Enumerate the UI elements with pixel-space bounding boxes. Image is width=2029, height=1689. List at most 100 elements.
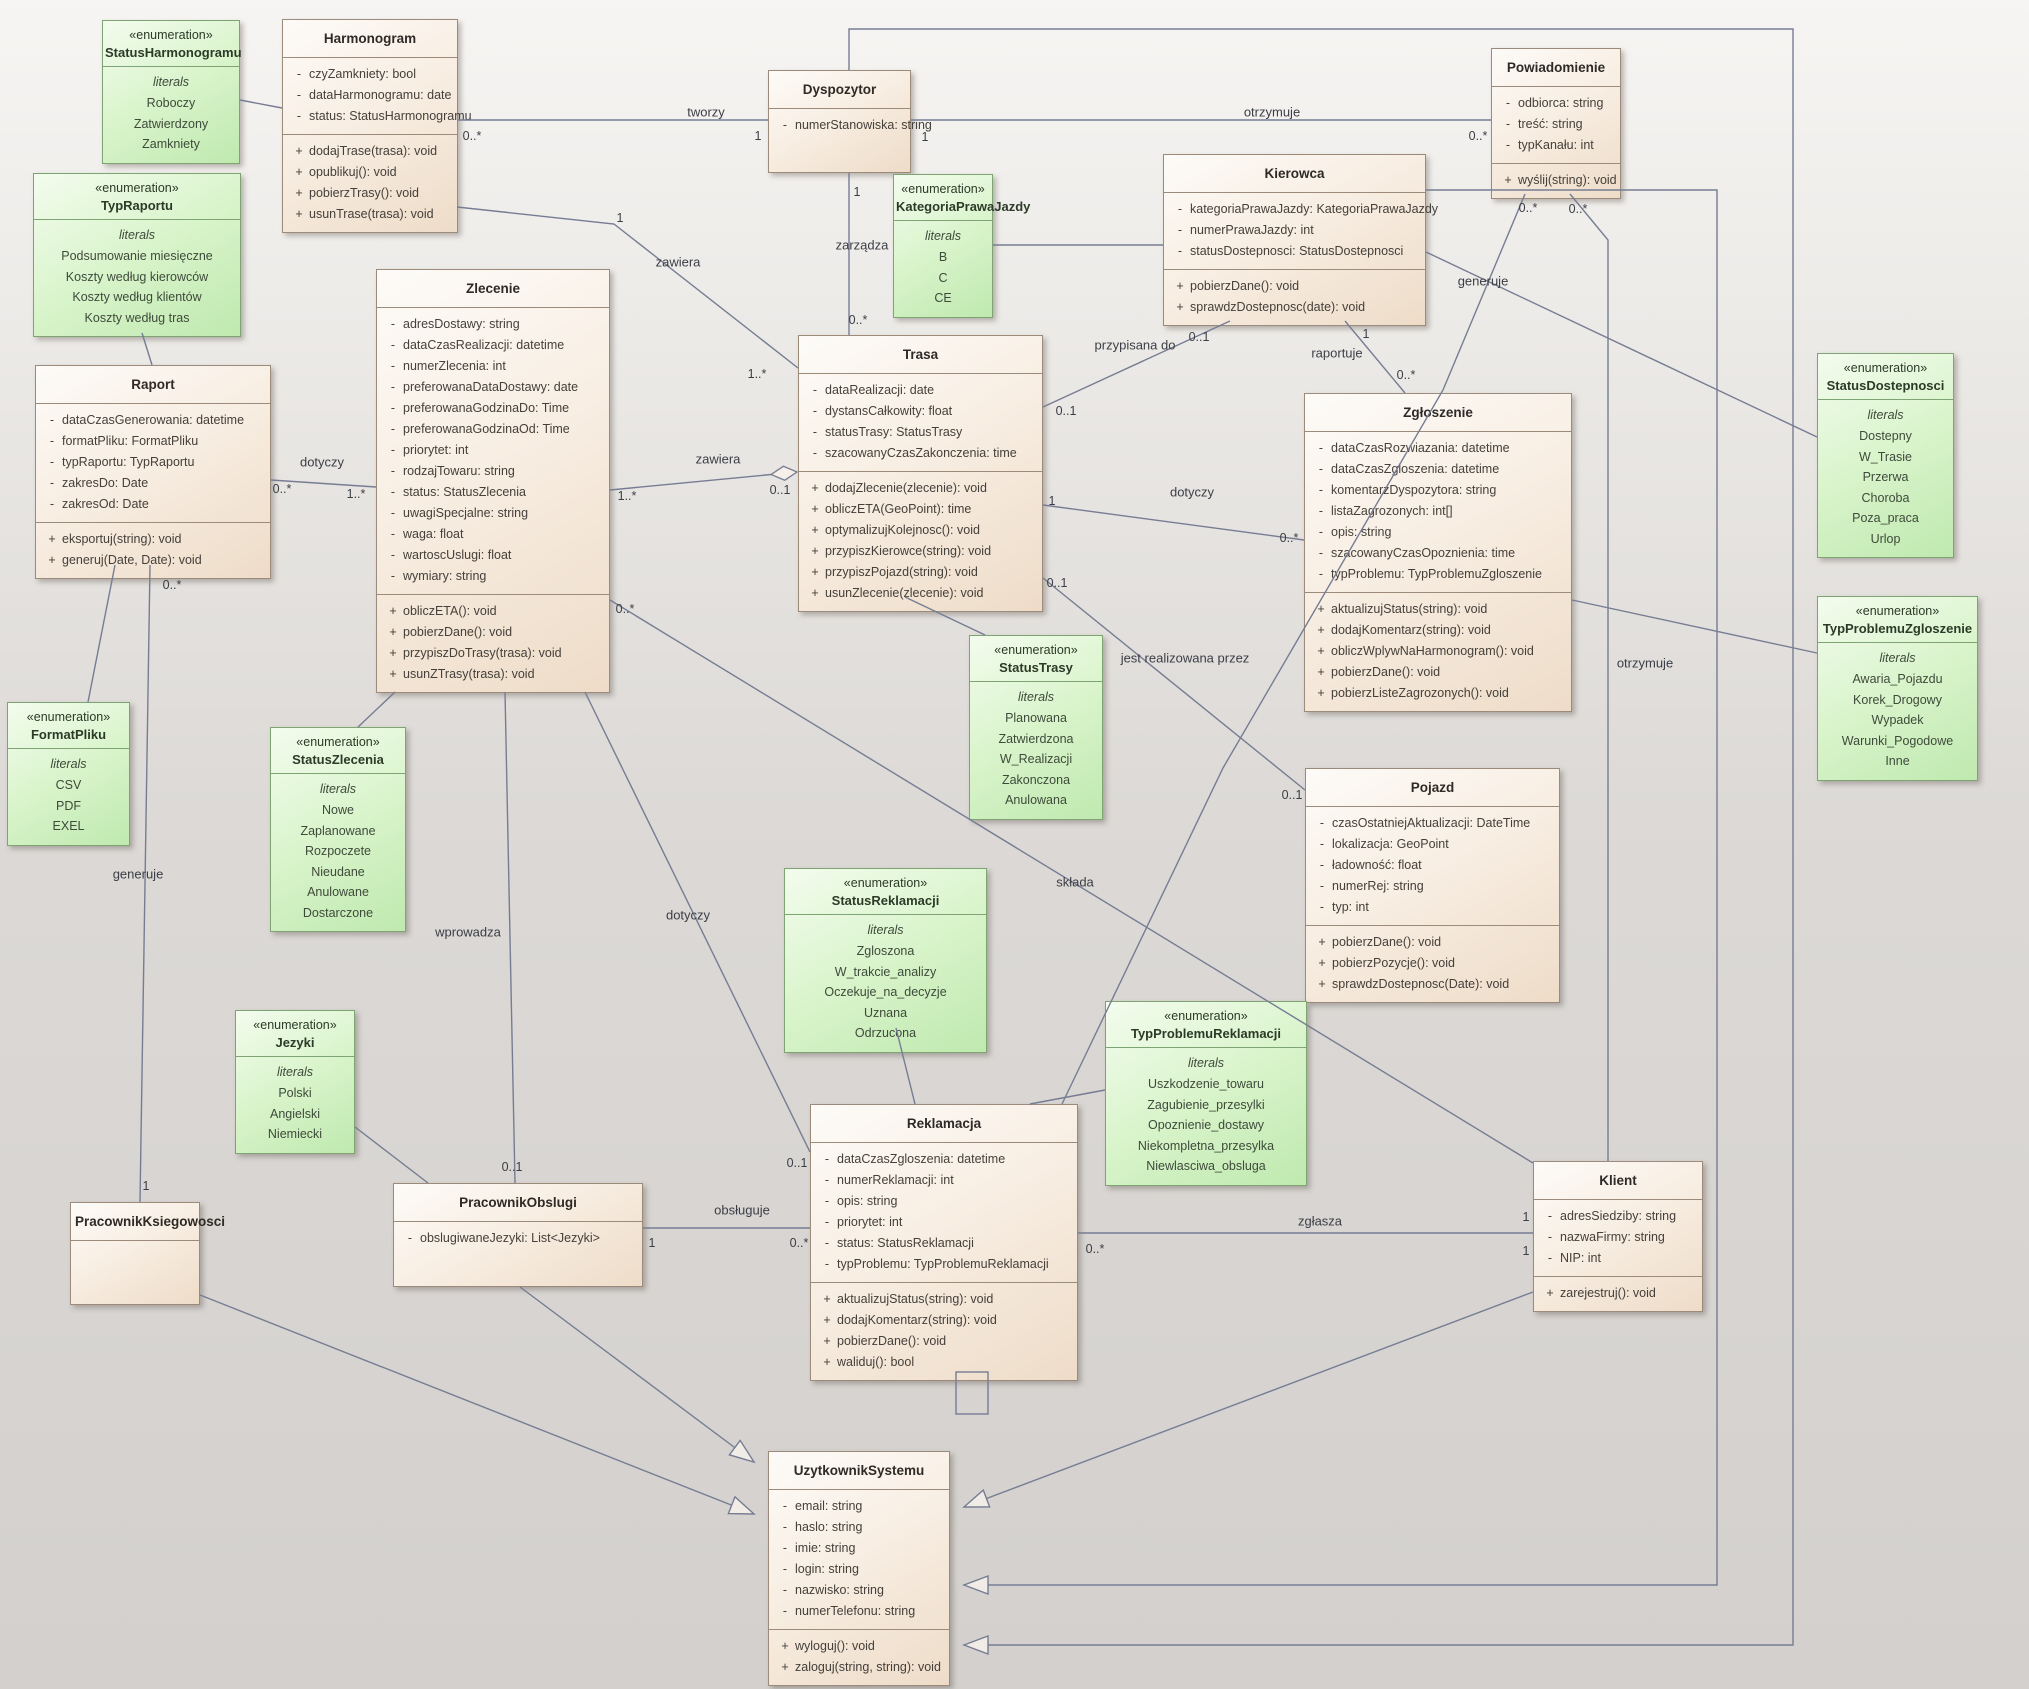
attribute-row-text: statusTrasy: StatusTrasy bbox=[825, 425, 963, 439]
attribute-row: -numerStanowiska: string bbox=[775, 115, 932, 136]
minus-visibility-icon: - bbox=[1318, 441, 1324, 455]
generalization-arrow bbox=[728, 1439, 756, 1464]
method-row-text: obliczETA(GeoPoint): time bbox=[825, 502, 972, 516]
class-harmonogram[interactable]: Harmonogram-czyZamkniety: bool-dataHarmo… bbox=[282, 19, 472, 233]
plus-visibility-icon: + bbox=[1317, 686, 1325, 700]
attribute-row: -preferowanaGodzinaOd: Time bbox=[383, 419, 605, 440]
minus-visibility-icon: - bbox=[1319, 837, 1325, 851]
minus-visibility-icon: - bbox=[782, 1604, 788, 1618]
method-row-text: pobierzDane(): void bbox=[1331, 665, 1441, 679]
enum-literal: Anulowana bbox=[1005, 793, 1067, 807]
plus-visibility-icon: + bbox=[1176, 279, 1184, 293]
attribute-row-text: szacowanyCzasOpoznienia: time bbox=[1331, 546, 1516, 560]
enum-name: FormatPliku bbox=[30, 727, 107, 742]
methods-compartment: +dodajZlecenie(zlecenie): void+obliczETA… bbox=[799, 471, 1042, 611]
class-reklamacja[interactable]: Reklamacja-dataCzasZgloszenia: datetime-… bbox=[810, 1104, 1078, 1381]
methods-compartment: +aktualizujStatus(string): void+dodajKom… bbox=[811, 1282, 1077, 1380]
enum-name: StatusDostepnosci bbox=[1826, 378, 1945, 393]
class-pracownikobslugi[interactable]: PracownikObslugi-obslugiwaneJezyki: List… bbox=[393, 1183, 643, 1287]
plus-visibility-icon: + bbox=[823, 1355, 831, 1369]
attribute-row-text: numerZlecenia: int bbox=[403, 359, 506, 373]
minus-visibility-icon: - bbox=[1177, 244, 1183, 258]
enum-literal: Niemiecki bbox=[267, 1127, 323, 1141]
method-row: +obliczETA(GeoPoint): time bbox=[805, 499, 1038, 520]
stereotype-label: «enumeration» bbox=[1843, 361, 1928, 375]
attributes-compartment: -dataRealizacji: date-dystansCałkowity: … bbox=[799, 373, 1042, 471]
plus-visibility-icon: + bbox=[811, 523, 819, 537]
minus-visibility-icon: - bbox=[824, 1194, 830, 1208]
class-trasa[interactable]: Trasa-dataRealizacji: date-dystansCałkow… bbox=[798, 335, 1043, 612]
plus-visibility-icon: + bbox=[48, 532, 56, 546]
multiplicity-label: 1 bbox=[616, 211, 624, 225]
stereotype-label: «enumeration» bbox=[26, 710, 111, 724]
minus-visibility-icon: - bbox=[407, 1231, 413, 1245]
method-row-text: pobierzPozycje(): void bbox=[1332, 956, 1455, 970]
minus-visibility-icon: - bbox=[812, 383, 818, 397]
enum-name: TypRaportu bbox=[101, 198, 173, 213]
minus-visibility-icon: - bbox=[390, 464, 396, 478]
attribute-row: -priorytet: int bbox=[817, 1212, 1073, 1233]
class-pojazd[interactable]: Pojazd-czasOstatniejAktualizacji: DateTi… bbox=[1305, 768, 1560, 1003]
enum-name: StatusZlecenia bbox=[292, 752, 384, 767]
enum-literal: Inne bbox=[1885, 754, 1910, 768]
method-row: +przypiszPojazd(string): void bbox=[805, 562, 1038, 583]
attribute-row: -statusTrasy: StatusTrasy bbox=[805, 422, 1038, 443]
multiplicity-label: 0..1 bbox=[1046, 576, 1068, 590]
minus-visibility-icon: - bbox=[1547, 1230, 1553, 1244]
class-uzytkowniksystemu[interactable]: UzytkownikSystemu-email: string-haslo: s… bbox=[768, 1451, 950, 1686]
attribute-row: -lokalizacja: GeoPoint bbox=[1312, 834, 1555, 855]
multiplicity-label: 0..* bbox=[1085, 1242, 1105, 1256]
attribute-row: -odbiorca: string bbox=[1498, 93, 1616, 114]
literals-header: literals bbox=[152, 75, 190, 89]
minus-visibility-icon: - bbox=[49, 476, 55, 490]
attribute-row-text: zakresDo: Date bbox=[62, 476, 149, 490]
method-row-text: wyślij(string): void bbox=[1518, 173, 1617, 187]
class-raport[interactable]: Raport-dataCzasGenerowania: datetime-for… bbox=[35, 365, 271, 579]
methods-compartment: +pobierzDane(): void+sprawdzDostepnosc(d… bbox=[1164, 269, 1425, 325]
attribute-row: -szacowanyCzasOpoznienia: time bbox=[1311, 543, 1567, 564]
attributes-compartment: -odbiorca: string-treść: string-typKanał… bbox=[1492, 86, 1620, 163]
plus-visibility-icon: + bbox=[1546, 1286, 1554, 1300]
multiplicity-label: 0..* bbox=[1468, 129, 1488, 143]
class-pracownikksiegowosci[interactable]: PracownikKsiegowosci bbox=[70, 1202, 225, 1305]
multiplicity-label: 0..1 bbox=[501, 1160, 523, 1174]
minus-visibility-icon: - bbox=[390, 380, 396, 394]
method-row-text: sprawdzDostepnosc(Date): void bbox=[1332, 977, 1510, 991]
multiplicity-label: 1..* bbox=[346, 487, 366, 501]
stereotype-label: «enumeration» bbox=[95, 181, 179, 195]
enum-literal: W_Realizacji bbox=[999, 752, 1073, 766]
minus-visibility-icon: - bbox=[1318, 546, 1324, 560]
methods-compartment: +zarejestruj(): void bbox=[1534, 1276, 1702, 1311]
method-row-text: aktualizujStatus(string): void bbox=[1331, 602, 1488, 616]
class-name: UzytkownikSystemu bbox=[793, 1463, 925, 1478]
class-klient[interactable]: Klient-adresSiedziby: string-nazwaFirmy:… bbox=[1533, 1161, 1703, 1312]
class-zg-oszenie[interactable]: Zgłoszenie-dataCzasRozwiazania: datetime… bbox=[1304, 393, 1572, 712]
multiplicity-label: 1 bbox=[1362, 327, 1370, 341]
multiplicity-label: 0..1 bbox=[786, 1156, 808, 1170]
attribute-row-text: typRaportu: TypRaportu bbox=[62, 455, 195, 469]
enum-literal: EXEL bbox=[52, 819, 85, 833]
class-dyspozytor[interactable]: Dyspozytor-numerStanowiska: string bbox=[768, 70, 932, 173]
plus-visibility-icon: + bbox=[1317, 623, 1325, 637]
stereotype-label: «enumeration» bbox=[843, 876, 928, 890]
attribute-row: -adresSiedziby: string bbox=[1540, 1206, 1698, 1227]
class-powiadomienie[interactable]: Powiadomienie-odbiorca: string-treść: st… bbox=[1491, 48, 1621, 199]
association-label: dotyczy bbox=[1169, 484, 1215, 500]
enum-literal: Awaria_Pojazdu bbox=[1852, 672, 1943, 686]
class-kierowca[interactable]: Kierowca-kategoriaPrawaJazdy: KategoriaP… bbox=[1163, 154, 1438, 326]
class-zlecenie[interactable]: Zlecenie-adresDostawy: string-dataCzasRe… bbox=[376, 269, 610, 693]
